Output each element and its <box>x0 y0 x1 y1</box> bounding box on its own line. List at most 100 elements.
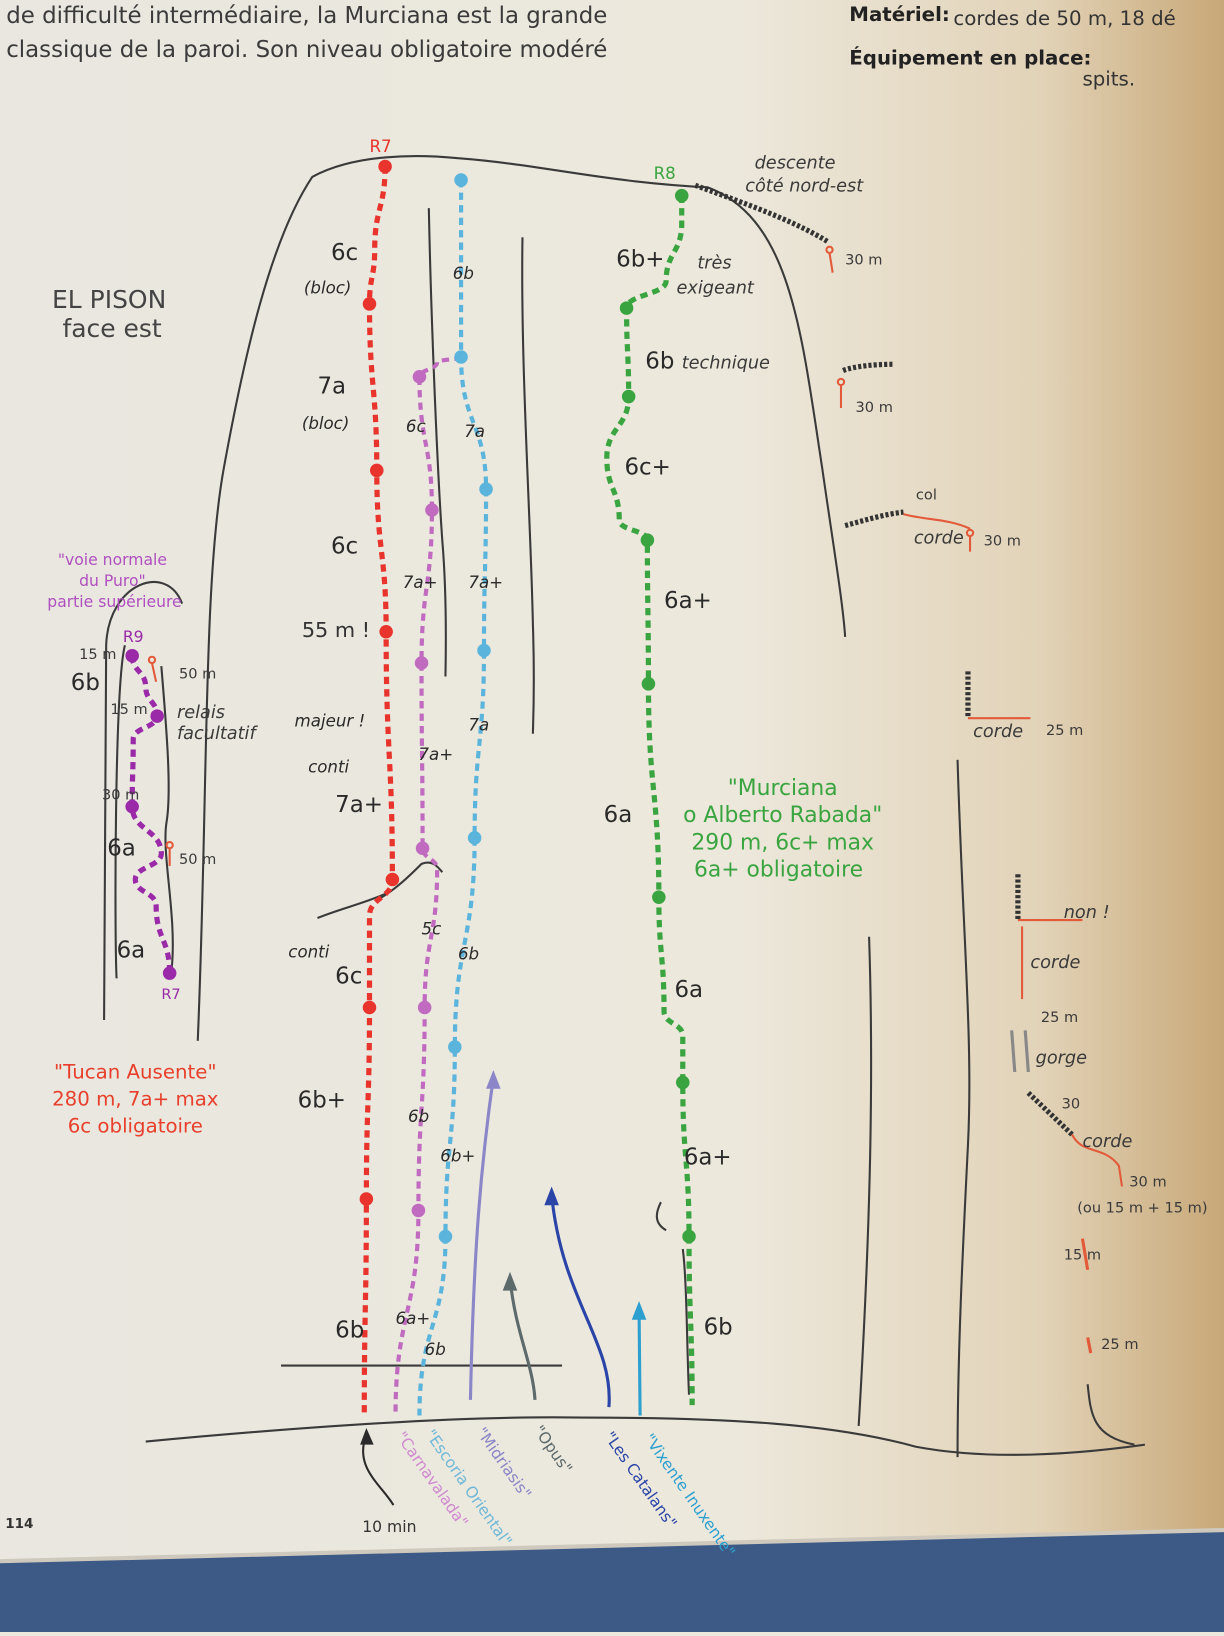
murciana-info: "Murciana o Alberto Rabada" 290 m, 6c+ m… <box>683 776 882 882</box>
svg-text:non !: non ! <box>1064 903 1110 923</box>
midriasis-line <box>468 1077 495 1400</box>
svg-text:corde: corde <box>1082 1132 1132 1152</box>
tucan-grade: 7a <box>317 373 346 399</box>
murciana-grade: 6a <box>604 802 633 828</box>
carnavalada-grade: 7a+ <box>418 745 453 764</box>
svg-text:relais: relais <box>177 703 225 723</box>
belay-r8: R8 <box>654 164 676 183</box>
belay-station-icon <box>641 677 656 691</box>
murciana-grade: 6a+ <box>664 588 712 614</box>
svg-text:6b: 6b <box>71 670 100 696</box>
belay-station-icon <box>125 799 139 814</box>
voie-normale-info: "voie normale du Puro" partie supérieure <box>47 551 181 611</box>
svg-text:15 m: 15 m <box>110 701 147 718</box>
midriasis-arrow-icon <box>486 1069 501 1089</box>
svg-text:facultatif: facultatif <box>177 724 259 744</box>
escoria-grade: 7a <box>464 422 485 441</box>
voie-normale-name: "voie normale <box>58 551 167 569</box>
belay-station-icon <box>674 188 689 203</box>
tucan-note: conti <box>308 757 349 776</box>
escoria-grade: 7a+ <box>468 573 503 592</box>
carnavalada-grade: 6a+ <box>396 1309 431 1328</box>
svg-text:col: col <box>916 487 937 504</box>
tucan-grade: 7a+ <box>335 792 383 818</box>
belay-station-icon <box>640 533 655 547</box>
carnavalada-grade: 6c <box>406 417 426 436</box>
carnavalada-grade: 5c <box>422 920 442 939</box>
approach-time: 10 min <box>362 1518 416 1536</box>
voie-normale-name-2: du Puro" <box>79 572 146 590</box>
tucan-note: (bloc) <box>304 279 352 298</box>
belay-station-icon <box>621 389 636 404</box>
materiel-label: Matériel: <box>849 3 949 26</box>
opus-line <box>508 1277 537 1400</box>
voie-normale-name-3: partie supérieure <box>47 593 181 611</box>
tucan-obligatory: 6c obligatoire <box>68 1114 203 1137</box>
wall-outline <box>103 155 1146 1458</box>
tucan-note: 55 m ! <box>302 618 370 642</box>
svg-text:30: 30 <box>1062 1095 1081 1112</box>
descent-labels: descente côté nord-est 30 m 30 m col cor… <box>745 154 1207 1353</box>
tucan-note: majeur ! <box>295 711 366 730</box>
murciana-grade: 6c+ <box>624 455 670 481</box>
belay-station-icon <box>467 831 482 845</box>
svg-text:(ou 15 m + 15 m): (ou 15 m + 15 m) <box>1077 1200 1207 1217</box>
voie-normale-labels: 15 m 6b 50 m 15 m relais facultatif 30 m… <box>71 646 259 964</box>
carnavalada-grade: 7a+ <box>403 573 438 592</box>
approach-arrow-icon <box>360 1428 374 1445</box>
belay-station-icon <box>454 350 468 364</box>
svg-text:30 m: 30 m <box>845 251 882 268</box>
svg-text:descente: descente <box>755 154 836 174</box>
murciana-name: "Murciana <box>728 776 838 801</box>
murciana-obligatory: 6a+ obligatoire <box>694 857 863 882</box>
svg-text:corde: corde <box>914 528 964 548</box>
svg-text:50 m: 50 m <box>179 851 216 868</box>
belay-station-icon <box>676 1075 690 1090</box>
belay-station-icon <box>454 173 468 187</box>
tucan-grade: 6c <box>331 534 358 560</box>
svg-text:50 m: 50 m <box>179 666 216 683</box>
tucan-info: "Tucan Ausente" 280 m, 7a+ max 6c obliga… <box>52 1060 219 1137</box>
belay-station-icon <box>362 1000 377 1015</box>
start-arrows <box>360 1069 647 1506</box>
svg-text:corde: corde <box>973 722 1023 742</box>
svg-text:6a: 6a <box>117 938 146 964</box>
svg-text:30 m: 30 m <box>1129 1174 1166 1191</box>
topo-title-line-2: face est <box>62 314 161 343</box>
belay-r7-top: R7 <box>369 137 391 156</box>
intro-text-line-1: de difficulté intermédiaire, la Murciana… <box>6 3 607 29</box>
svg-text:25 m: 25 m <box>1041 1009 1078 1026</box>
tucan-grade: 6c <box>331 240 358 266</box>
belay-station-icon <box>150 709 164 723</box>
belay-r7-left: R7 <box>161 986 180 1003</box>
murciana-grade: 6b <box>645 348 674 374</box>
svg-text:gorge: gorge <box>1036 1049 1088 1069</box>
svg-text:30 m: 30 m <box>102 786 139 803</box>
svg-text:côté nord-est: côté nord-est <box>745 177 864 197</box>
carnavalada-route <box>393 354 464 1416</box>
belay-station-icon <box>370 463 384 478</box>
equipement-label: Équipement en place: <box>849 47 1091 70</box>
belay-station-icon <box>378 159 392 174</box>
belay-station-icon <box>417 1000 432 1015</box>
belay-station-icon <box>619 301 634 315</box>
murciana-route <box>604 195 695 1406</box>
vixente-line <box>637 1309 642 1416</box>
belay-station-icon <box>359 1192 374 1206</box>
belay-station-icon <box>682 1229 696 1244</box>
belay-station-icon <box>448 1040 462 1054</box>
svg-text:6a: 6a <box>107 836 136 862</box>
escoria-grade: 6b <box>453 264 474 283</box>
belay-station-icon <box>125 648 139 663</box>
svg-text:30 m: 30 m <box>984 532 1021 549</box>
belay-station-icon <box>379 625 393 639</box>
page-number: 114 <box>5 1516 33 1532</box>
murciana-length-grade: 290 m, 6c+ max <box>691 830 874 855</box>
belay-station-icon <box>438 1229 453 1244</box>
belay-station-icon <box>385 872 400 887</box>
vixente-arrow-icon <box>631 1301 647 1320</box>
topo-title-line-1: EL PISON <box>52 285 166 314</box>
equipement-value: spits. <box>1082 67 1135 90</box>
